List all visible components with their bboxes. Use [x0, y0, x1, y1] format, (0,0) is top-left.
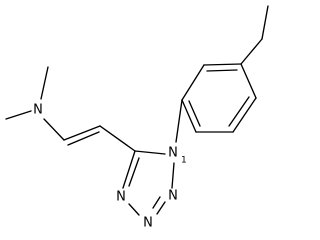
bond-ethyl-ch3 — [261, 5, 269, 40]
atom-labels: N N 1 N N N — [33, 103, 187, 231]
bond-ring-3-inner — [188, 100, 201, 127]
bond-n3-n4 — [128, 203, 140, 216]
bond-ethyl-ch2 — [240, 38, 263, 65]
bonds — [5, 5, 269, 216]
bond-n-methyl-left — [5, 110, 32, 120]
bond-aryl-n1 — [175, 99, 183, 143]
tetrazole-n1-label: N — [168, 146, 178, 161]
bond-vinyl-double-inner — [67, 131, 100, 146]
bond-ring-5 — [232, 97, 257, 133]
bond-ring-1 — [203, 63, 242, 66]
structure-diagram: N N 1 N N N — [5, 5, 269, 231]
bond-n-methyl-up — [40, 66, 49, 100]
bond-ring-3 — [181, 99, 197, 133]
bond-ring-6 — [240, 63, 257, 99]
tetrazole-n4-label: N — [116, 190, 126, 205]
amine-nitrogen-label: N — [33, 103, 43, 118]
bond-ring-1-inner — [206, 69, 238, 72]
bond-n2-n3-inner — [152, 196, 161, 209]
bond-ring-5-inner — [228, 96, 250, 127]
bond-ring-2 — [181, 64, 205, 101]
bond-c5-vinyl — [99, 125, 136, 152]
tetrazole-n2-label: N — [168, 189, 178, 204]
tetrazole-n3-label: N — [143, 216, 153, 231]
bond-vinyl-n — [43, 118, 65, 141]
bond-n4-c5-inner — [128, 157, 140, 187]
bond-n1-n2 — [171, 162, 175, 189]
bond-n1-c5 — [134, 150, 166, 155]
bond-n4-c5 — [122, 150, 136, 189]
bond-vinyl-double — [63, 125, 101, 141]
tetrazole-n1-locant: 1 — [181, 156, 187, 166]
bond-n2-n3 — [156, 201, 166, 215]
